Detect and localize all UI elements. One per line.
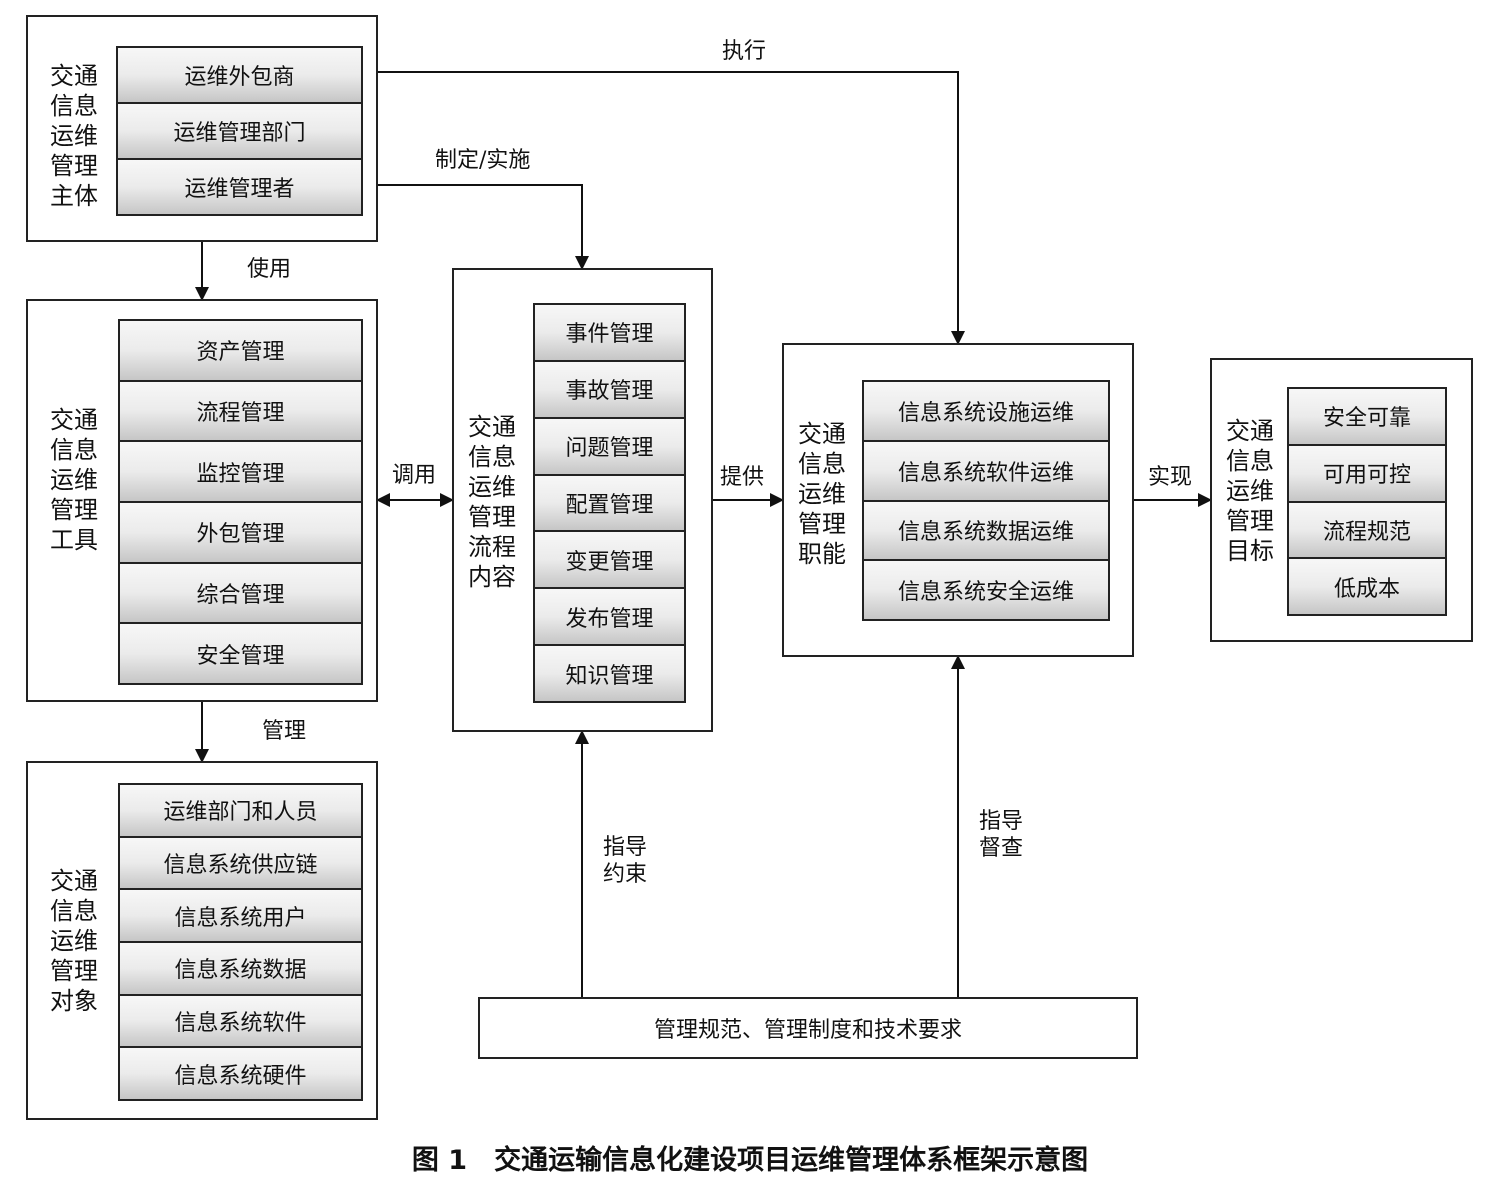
list-item: 运维部门和人员 bbox=[120, 785, 361, 838]
subject-title: 交通 信息 运维 管理 主体 bbox=[50, 62, 98, 210]
list-item: 信息系统数据运维 bbox=[864, 501, 1108, 562]
list-item: 信息系统软件运维 bbox=[864, 441, 1108, 502]
guide-supervise-label: 指导 督查 bbox=[979, 809, 1024, 861]
list-item: 信息系统用户 bbox=[120, 890, 361, 944]
list-item: 信息系统硬件 bbox=[120, 1048, 361, 1100]
list-item: 可用可控 bbox=[1289, 445, 1445, 503]
list-item: 信息系统安全运维 bbox=[864, 561, 1108, 619]
list-item: 知识管理 bbox=[535, 646, 684, 702]
list-item: 事件管理 bbox=[535, 305, 684, 362]
list-item: 综合管理 bbox=[120, 563, 361, 625]
list-item: 变更管理 bbox=[535, 532, 684, 590]
list-item: 信息系统软件 bbox=[120, 995, 361, 1049]
list-item: 信息系统设施运维 bbox=[864, 382, 1108, 442]
tools-block: 交通 信息 运维 管理 工具 资产管理 流程管理 监控管理 外包管理 综合管理 … bbox=[26, 299, 378, 702]
figure-caption: 图 1 交通运输信息化建设项目运维管理体系框架示意图 bbox=[411, 1145, 1089, 1176]
list-item: 发布管理 bbox=[535, 589, 684, 647]
list-item: 事故管理 bbox=[535, 361, 684, 419]
standards-box: 管理规范、管理制度和技术要求 bbox=[478, 997, 1138, 1059]
objects-block: 交通 信息 运维 管理 对象 运维部门和人员 信息系统供应链 信息系统用户 信息… bbox=[26, 761, 378, 1120]
list-item: 配置管理 bbox=[535, 475, 684, 533]
list-item: 安全管理 bbox=[120, 624, 361, 684]
list-item: 信息系统数据 bbox=[120, 943, 361, 996]
manage-label: 管理 bbox=[262, 719, 307, 744]
list-item: 运维外包商 bbox=[118, 48, 361, 104]
functions-list: 信息系统设施运维 信息系统软件运维 信息系统数据运维 信息系统安全运维 bbox=[862, 380, 1110, 621]
formulate-label: 制定/实施 bbox=[435, 148, 531, 173]
use-label: 使用 bbox=[247, 257, 292, 282]
functions-block: 交通 信息 运维 管理 职能 信息系统设施运维 信息系统软件运维 信息系统数据运… bbox=[782, 343, 1134, 657]
process-block: 交通 信息 运维 管理 流程 内容 事件管理 事故管理 问题管理 配置管理 变更… bbox=[452, 268, 713, 732]
goals-list: 安全可靠 可用可控 流程规范 低成本 bbox=[1287, 387, 1447, 616]
subject-list: 运维外包商 运维管理部门 运维管理者 bbox=[116, 46, 363, 216]
subject-block: 交通 信息 运维 管理 主体 运维外包商 运维管理部门 运维管理者 bbox=[26, 15, 378, 242]
list-item: 安全可靠 bbox=[1289, 389, 1445, 446]
achieve-label: 实现 bbox=[1148, 465, 1193, 490]
goals-block: 交通 信息 运维 管理 目标 安全可靠 可用可控 流程规范 低成本 bbox=[1210, 358, 1473, 642]
invoke-label: 调用 bbox=[392, 463, 437, 488]
list-item: 问题管理 bbox=[535, 418, 684, 476]
provide-label: 提供 bbox=[720, 465, 765, 490]
tools-list: 资产管理 流程管理 监控管理 外包管理 综合管理 安全管理 bbox=[118, 319, 363, 685]
tools-title: 交通 信息 运维 管理 工具 bbox=[50, 406, 98, 554]
list-item: 运维管理部门 bbox=[118, 104, 361, 160]
functions-title: 交通 信息 运维 管理 职能 bbox=[798, 420, 846, 568]
list-item: 流程规范 bbox=[1289, 502, 1445, 560]
list-item: 监控管理 bbox=[120, 442, 361, 504]
list-item: 运维管理者 bbox=[118, 160, 361, 214]
execute-connector bbox=[378, 71, 965, 345]
list-item: 信息系统供应链 bbox=[120, 837, 361, 891]
list-item: 外包管理 bbox=[120, 503, 361, 564]
list-item: 资产管理 bbox=[120, 321, 361, 382]
objects-title: 交通 信息 运维 管理 对象 bbox=[50, 867, 98, 1015]
execute-label: 执行 bbox=[722, 39, 767, 64]
list-item: 低成本 bbox=[1289, 559, 1445, 614]
objects-list: 运维部门和人员 信息系统供应链 信息系统用户 信息系统数据 信息系统软件 信息系… bbox=[118, 783, 363, 1101]
process-title: 交通 信息 运维 管理 流程 内容 bbox=[468, 413, 516, 591]
goals-title: 交通 信息 运维 管理 目标 bbox=[1226, 417, 1274, 565]
process-list: 事件管理 事故管理 问题管理 配置管理 变更管理 发布管理 知识管理 bbox=[533, 303, 686, 703]
list-item: 流程管理 bbox=[120, 381, 361, 443]
guide-constrain-label: 指导 约束 bbox=[603, 835, 648, 887]
formulate-connector bbox=[378, 184, 589, 270]
